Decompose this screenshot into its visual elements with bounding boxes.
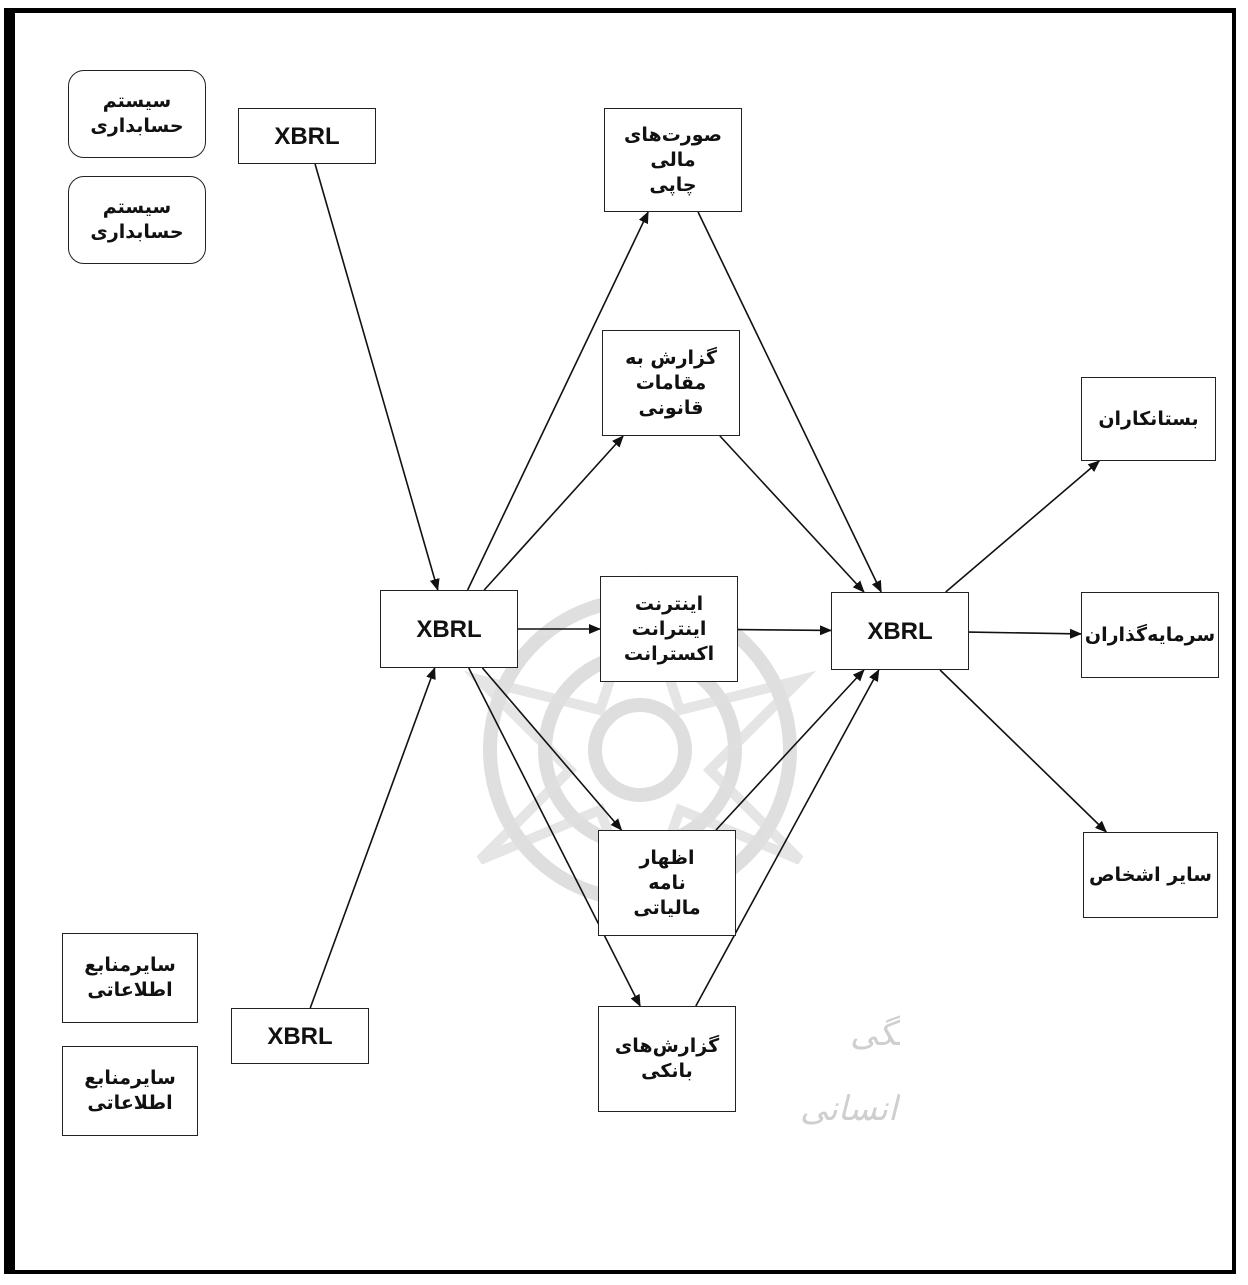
xbrl-center-box: XBRL [380, 590, 518, 668]
accounting-system-label-2: سیستم حسابداری [90, 196, 184, 243]
legal-authorities-report-label: گزارش به مقامات قانونی [625, 346, 717, 419]
tax-return-label: اظهار نامه مالیاتی [633, 846, 701, 919]
creditors-label: بستانکاران [1098, 407, 1199, 430]
other-sources-box-1: سایرمنابع اطلاعاتی [62, 933, 198, 1023]
accounting-system-label-1: سیستم حسابداری [90, 90, 184, 137]
arrow-legal-to-x_right [719, 435, 865, 593]
internet-intranet-extranet-label: اینترنت اینترانت اکسترانت [623, 592, 715, 665]
arrow-x_mid-to-tax [481, 667, 623, 831]
xbrl-top-box: XBRL [238, 108, 376, 164]
other-sources-label-2: سایرمنابع اطلاعاتی [84, 1067, 176, 1114]
diagram-frame [4, 8, 1236, 1274]
bank-reports-label: گزارش‌های بانکی [614, 1035, 720, 1082]
other-sources-box-2: سایرمنابع اطلاعاتی [62, 1046, 198, 1136]
arrow-x_mid-to-fin [466, 211, 649, 591]
xbrl-right-box: XBRL [831, 592, 969, 670]
arrow-x_mid-to-bank [468, 667, 641, 1007]
tax-return-box: اظهار نامه مالیاتی [598, 830, 736, 936]
printed-financial-statements-label: صورت‌های مالی چاپی [623, 123, 723, 196]
printed-financial-statements-box: صورت‌های مالی چاپی [604, 108, 742, 212]
arrow-net-to-x_right [737, 625, 832, 636]
bank-reports-box: گزارش‌های بانکی [598, 1006, 736, 1112]
accounting-system-box-2: سیستم حسابداری [68, 176, 206, 264]
arrow-bank-to-x_right [695, 669, 880, 1007]
investors-label: سرمایه‌گذاران [1084, 623, 1216, 646]
other-persons-label: سایر اشخاص [1089, 863, 1212, 886]
arrow-x_top-to-x_mid [314, 163, 440, 591]
xbrl-right-label: XBRL [867, 617, 933, 645]
arrow-x_mid-to-legal [483, 435, 624, 591]
arrow-fin-to-x_right [697, 211, 882, 593]
arrow-x_right-to-inv [968, 628, 1082, 639]
internet-intranet-extranet-box: اینترنت اینترانت اکسترانت [600, 576, 738, 682]
xbrl-bottom-label: XBRL [267, 1022, 333, 1050]
arrow-x_right-to-cred [945, 460, 1101, 593]
other-persons-box: سایر اشخاص [1083, 832, 1218, 918]
arrow-x_right-to-others [939, 669, 1108, 833]
creditors-box: بستانکاران [1081, 377, 1216, 461]
accounting-system-box-1: سیستم حسابداری [68, 70, 206, 158]
other-sources-label-1: سایرمنابع اطلاعاتی [84, 954, 176, 1001]
xbrl-top-label: XBRL [274, 122, 340, 150]
arrow-x_bot-to-x_mid [309, 667, 436, 1009]
arrow-tax-to-x_right [715, 669, 865, 831]
xbrl-bottom-box: XBRL [231, 1008, 369, 1064]
investors-box: سرمایه‌گذاران [1081, 592, 1219, 678]
xbrl-center-label: XBRL [416, 615, 482, 643]
legal-authorities-report-box: گزارش به مقامات قانونی [602, 330, 740, 436]
